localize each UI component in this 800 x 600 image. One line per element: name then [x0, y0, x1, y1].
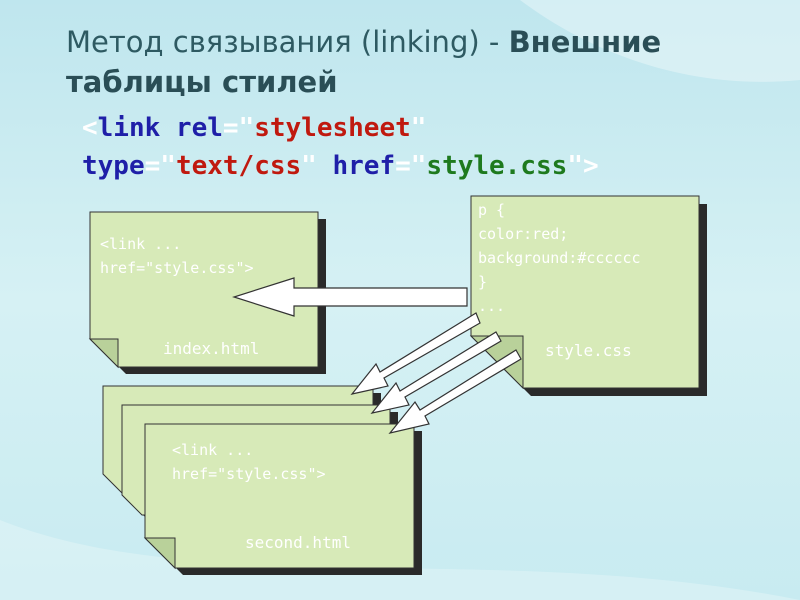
- note-fold: [88, 338, 119, 369]
- index-note-filename: index.html: [163, 339, 260, 358]
- second-html-stack: [102, 385, 422, 575]
- code-quote: ": [160, 151, 176, 181]
- second-note-code: <link ... href="style.css">: [172, 438, 326, 486]
- code-rel-value: stylesheet: [254, 113, 411, 143]
- note-fold: [143, 537, 176, 570]
- note-line: ...: [478, 297, 506, 315]
- style-css-note: [469, 195, 707, 396]
- style-note-code: p { color:red; background:#cccccc}...: [478, 198, 641, 318]
- code-type-value: text/css: [175, 151, 302, 181]
- code-eq: =: [222, 113, 239, 143]
- code-quote: ": [238, 113, 255, 143]
- code-line-2: type="text/css" href="style.css">: [82, 148, 782, 184]
- note-line: <link ...: [100, 235, 182, 253]
- arrow-to-second-1: [350, 312, 481, 395]
- code-href-value: style.css: [426, 151, 568, 181]
- style-note-filename: style.css: [545, 341, 632, 360]
- note-line: p {: [478, 201, 506, 219]
- code-lt: <: [82, 113, 98, 143]
- code-quote: ": [301, 151, 317, 181]
- code-eq: =: [395, 151, 411, 181]
- code-gt: >: [582, 151, 599, 181]
- note-line: background:#cccccc: [478, 249, 641, 267]
- code-tag: link: [97, 113, 161, 143]
- second-note-filename: second.html: [245, 533, 351, 552]
- index-note-code: <link ... href="style.css">: [100, 232, 254, 280]
- code-line-1: <link rel="stylesheet": [82, 110, 782, 146]
- note-line: <link ...: [172, 441, 254, 459]
- note-line: }: [478, 273, 488, 291]
- code-eq: =: [144, 151, 161, 181]
- title-line-1: Метод связывания (linking) - Внешние: [66, 22, 796, 62]
- note-body: [89, 211, 319, 368]
- note-line: href="style.css">: [100, 259, 254, 277]
- code-quote: ": [410, 113, 427, 143]
- arrow-to-index: [232, 277, 468, 317]
- title-bold-text: Внешние: [508, 25, 662, 59]
- arrow-to-second-2: [370, 331, 502, 414]
- background-swoosh: [0, 520, 800, 600]
- code-type-attr: type: [82, 151, 145, 181]
- note-line: href="style.css">: [172, 465, 326, 483]
- title-normal-text: Метод связывания (linking) -: [66, 25, 509, 59]
- arrow-to-second-3: [388, 349, 522, 434]
- code-quote: ": [410, 151, 427, 181]
- slide-title: Метод связывания (linking) - Внешние таб…: [66, 22, 796, 102]
- note-line: color:red;: [478, 225, 569, 243]
- background-swoosh: [520, 0, 800, 82]
- code-quote: ": [567, 151, 583, 181]
- arrows-to-second: [350, 312, 522, 434]
- note-body: [470, 195, 700, 389]
- code-rel-attr: rel: [160, 113, 223, 143]
- note-body: [144, 423, 415, 569]
- code-href-attr: href: [316, 151, 396, 181]
- title-line-2: таблицы стилей: [66, 65, 338, 99]
- index-html-note: [88, 211, 326, 374]
